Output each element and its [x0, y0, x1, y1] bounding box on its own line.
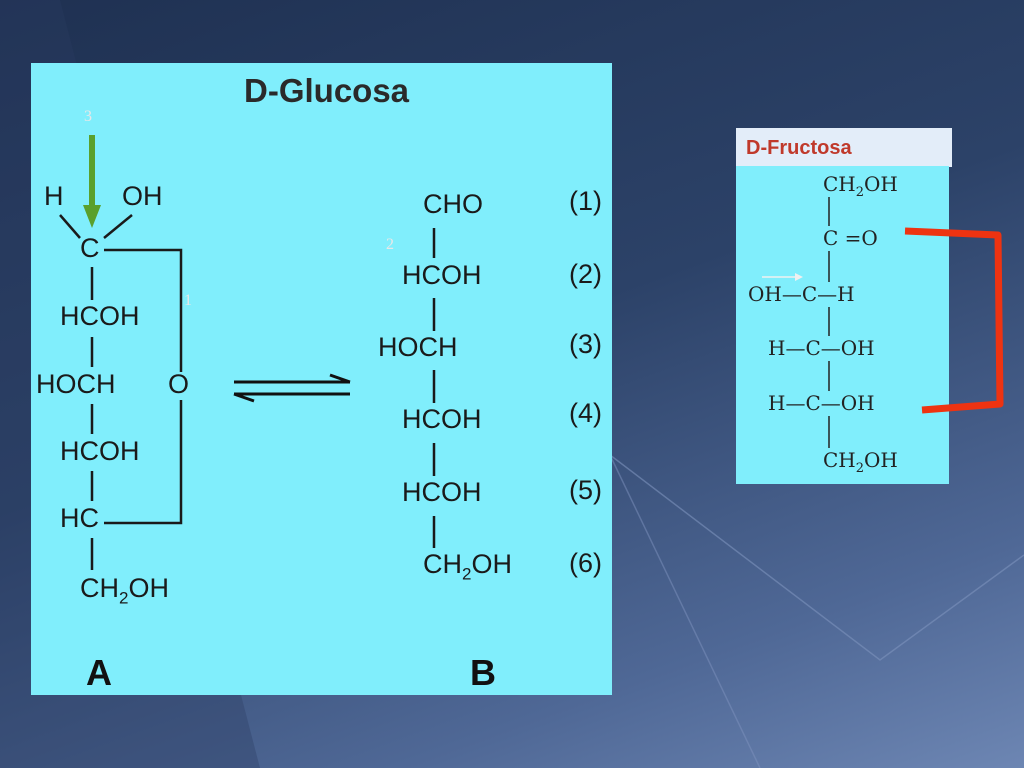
fructose-row: C =O	[823, 226, 878, 250]
fructose-row: H—C—OH	[768, 336, 875, 360]
carbon-number: (1)	[569, 186, 602, 216]
ring-h-label: H	[44, 181, 64, 211]
fructose-row: H—C—OH	[768, 391, 875, 415]
carbon-number: (3)	[569, 329, 602, 359]
fructose-row: CH2OH	[823, 172, 898, 200]
ring-bond	[104, 400, 183, 525]
chain-hcoh-label: HCOH	[402, 477, 482, 507]
bond-line	[59, 214, 81, 239]
carbon-number: (6)	[569, 548, 602, 578]
ring-c-label: C	[80, 233, 100, 263]
green-arrow-head	[83, 205, 101, 228]
ring-oh-label: OH	[122, 181, 163, 211]
ring-oxygen-label: O	[168, 369, 190, 399]
red-connector	[904, 227, 1004, 414]
carbon-number: (5)	[569, 475, 602, 505]
ring-hoch-label: HOCH	[36, 369, 116, 399]
equilibrium-arrow-head	[233, 392, 255, 403]
fructose-panel	[736, 166, 949, 484]
chain-ch2oh-label: CH2OH	[423, 549, 512, 584]
carbon-number: (2)	[569, 259, 602, 289]
marker-1: 1	[184, 292, 192, 309]
marker-2: 2	[386, 236, 394, 253]
fructose-title: D-Fructosa	[736, 128, 952, 167]
small-arrow-head	[795, 273, 803, 281]
fructose-row: CH2OH	[823, 448, 898, 476]
ring-bond	[104, 248, 183, 372]
chain-hcoh-label: HCOH	[402, 404, 482, 434]
chain-hcoh-label: HCOH	[402, 260, 482, 290]
glucose-panel	[31, 63, 612, 695]
equilibrium-arrow-head	[329, 373, 351, 384]
ring-hcoh-label-2: HCOH	[60, 436, 140, 466]
bond-line	[103, 214, 133, 239]
chain-hoch-label: HOCH	[378, 332, 458, 362]
ring-ch2oh-label: CH2OH	[80, 573, 169, 608]
glucose-title: D-Glucosa	[244, 72, 410, 109]
form-a-label: A	[86, 652, 112, 693]
form-b-label: B	[470, 652, 496, 693]
ring-hc-label: HC	[60, 503, 99, 533]
fructose-row: OH—C—H	[748, 282, 855, 306]
ring-hcoh-label: HCOH	[60, 301, 140, 331]
chain-cho-label: CHO	[423, 189, 483, 219]
marker-3: 3	[84, 108, 92, 125]
carbon-number: (4)	[569, 398, 602, 428]
